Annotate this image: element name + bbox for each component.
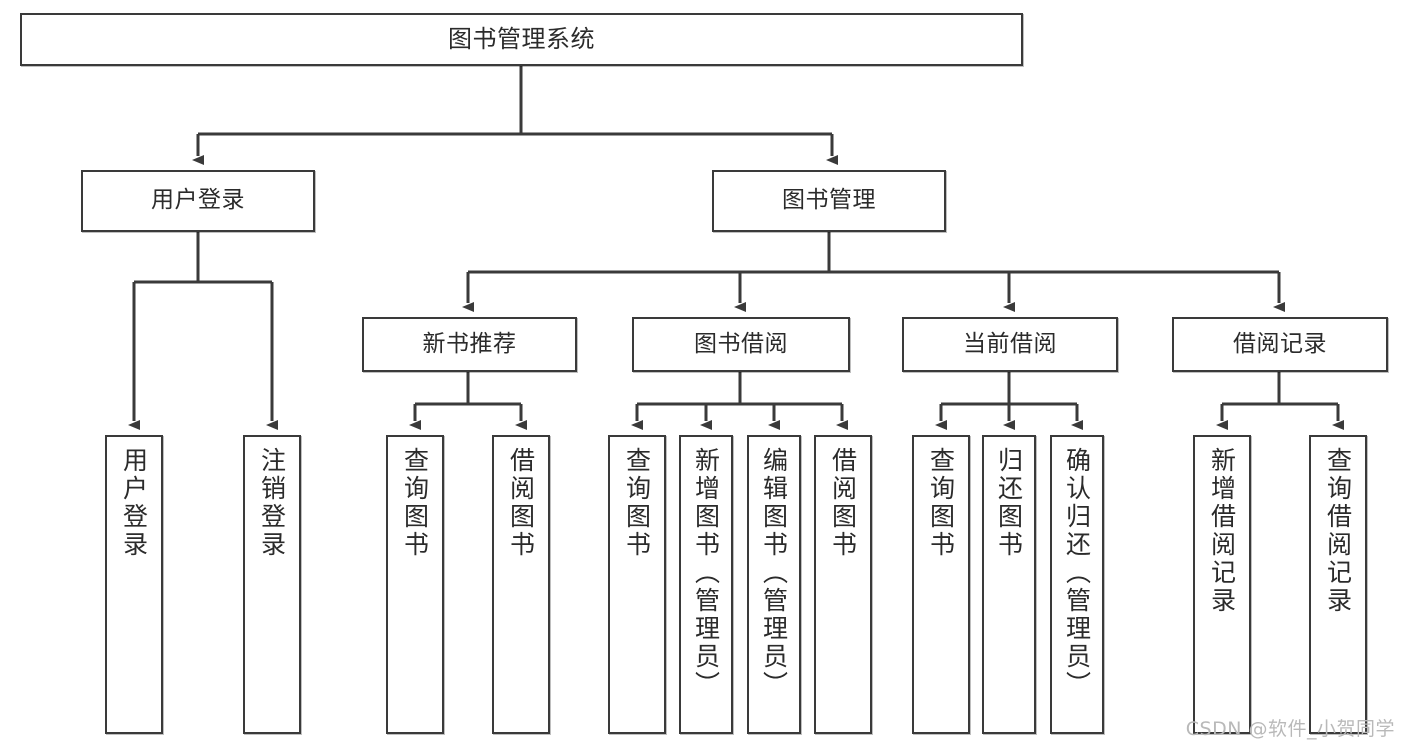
node-leaf-borrow-book-1[interactable]: 借阅图书 — [492, 435, 550, 734]
node-leaf-logout-login-label: 注销登录 — [257, 447, 287, 559]
node-leaf-query-record[interactable]: 查询借阅记录 — [1309, 435, 1367, 734]
node-leaf-user-login-label: 用户登录 — [119, 447, 149, 559]
node-book-borrow-label: 图书借阅 — [694, 330, 788, 357]
node-leaf-query-book-3-label: 查询图书 — [926, 447, 956, 559]
node-leaf-add-book-label: 新增图书（管理员） — [691, 447, 721, 699]
node-borrow-record[interactable]: 借阅记录 — [1172, 317, 1388, 372]
node-borrow-record-label: 借阅记录 — [1233, 330, 1327, 357]
node-user-login-label: 用户登录 — [151, 187, 245, 214]
node-leaf-return-book[interactable]: 归还图书 — [982, 435, 1036, 734]
node-book-manage[interactable]: 图书管理 — [712, 170, 946, 232]
node-user-login[interactable]: 用户登录 — [81, 170, 315, 232]
node-leaf-borrow-book-1-label: 借阅图书 — [506, 447, 536, 559]
node-leaf-query-book-2-label: 查询图书 — [622, 447, 652, 559]
node-leaf-borrow-book-2[interactable]: 借阅图书 — [814, 435, 872, 734]
node-new-book-recommend[interactable]: 新书推荐 — [362, 317, 577, 372]
node-leaf-query-record-label: 查询借阅记录 — [1323, 447, 1353, 615]
node-book-manage-label: 图书管理 — [782, 187, 876, 214]
node-book-borrow[interactable]: 图书借阅 — [632, 317, 850, 372]
node-leaf-edit-book[interactable]: 编辑图书（管理员） — [747, 435, 801, 734]
node-new-book-recommend-label: 新书推荐 — [422, 330, 517, 357]
node-leaf-edit-book-label: 编辑图书（管理员） — [759, 447, 789, 699]
node-current-borrow[interactable]: 当前借阅 — [902, 317, 1118, 372]
node-leaf-add-record-label: 新增借阅记录 — [1207, 447, 1237, 615]
node-leaf-query-book-3[interactable]: 查询图书 — [912, 435, 970, 734]
node-leaf-query-book-1-label: 查询图书 — [400, 447, 430, 559]
node-leaf-confirm-return-label: 确认归还（管理员） — [1062, 447, 1092, 699]
node-leaf-logout-login[interactable]: 注销登录 — [243, 435, 301, 734]
node-leaf-return-book-label: 归还图书 — [994, 447, 1024, 559]
node-leaf-add-book[interactable]: 新增图书（管理员） — [679, 435, 733, 734]
node-leaf-user-login[interactable]: 用户登录 — [105, 435, 163, 734]
watermark: CSDN @软件_小贺同学 — [1185, 718, 1395, 740]
node-leaf-query-book-2[interactable]: 查询图书 — [608, 435, 666, 734]
node-leaf-confirm-return[interactable]: 确认归还（管理员） — [1050, 435, 1104, 734]
node-current-borrow-label: 当前借阅 — [963, 330, 1057, 357]
node-root-label: 图书管理系统 — [448, 25, 595, 54]
node-leaf-query-book-1[interactable]: 查询图书 — [386, 435, 444, 734]
node-root[interactable]: 图书管理系统 — [20, 13, 1023, 66]
node-leaf-add-record[interactable]: 新增借阅记录 — [1193, 435, 1251, 734]
node-leaf-borrow-book-2-label: 借阅图书 — [828, 447, 858, 559]
